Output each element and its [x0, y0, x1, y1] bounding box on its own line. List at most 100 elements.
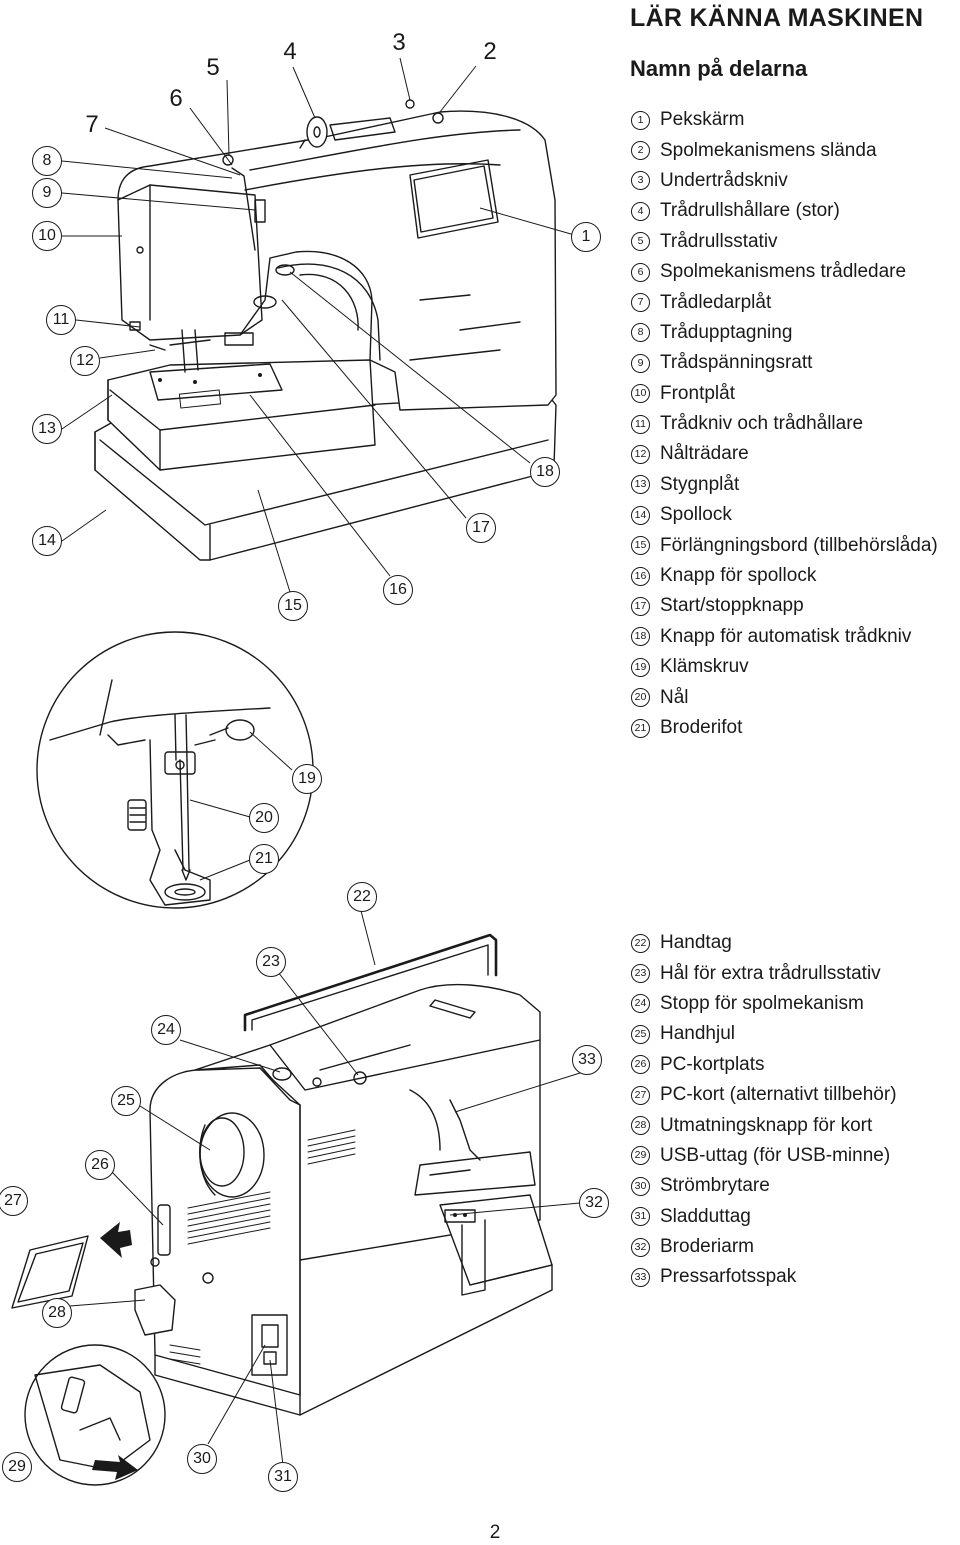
part-number: 7 — [631, 293, 650, 313]
part-number: 1 — [631, 110, 650, 130]
part-item: 12 Nålträdare — [631, 439, 938, 469]
part-item: 29 USB-uttag (för USB-minne) — [631, 1141, 897, 1171]
callout-29: 29 — [2, 1452, 32, 1482]
callout-leaders — [61, 57, 581, 1466]
part-number: 11 — [631, 414, 650, 434]
part-item: 1 Pekskärm — [631, 105, 938, 135]
section-title: LÄR KÄNNA MASKINEN — [630, 4, 924, 32]
part-label: Trådrullshållare (stor) — [660, 200, 840, 222]
part-label: Broderifot — [660, 717, 743, 738]
part-number: 13 — [631, 475, 650, 495]
callout-5: 5 — [206, 54, 220, 81]
callout-30: 30 — [187, 1444, 217, 1474]
part-label: Nål — [660, 686, 689, 708]
callout-26: 26 — [85, 1150, 115, 1180]
part-label: Hål för extra trådrullsstativ — [660, 962, 881, 984]
part-label: Pressarfotsspak — [660, 1266, 797, 1288]
part-number: 33 — [631, 1267, 650, 1287]
part-number: 2 — [631, 141, 650, 161]
part-item: 33 Pressarfotsspak — [631, 1262, 897, 1292]
rear-view-machine — [11, 933, 553, 1416]
callout-6: 6 — [169, 85, 183, 112]
callout-16: 16 — [383, 575, 413, 605]
callout-24: 24 — [151, 1015, 181, 1045]
callout-19: 19 — [292, 764, 322, 794]
part-number: 10 — [631, 384, 650, 404]
part-number: 16 — [631, 566, 650, 586]
part-item: 18 Knapp för automatisk trådkniv — [631, 622, 938, 652]
callout-21: 21 — [249, 844, 279, 874]
part-number: 22 — [631, 933, 650, 953]
callout-13: 13 — [32, 414, 62, 444]
part-number: 32 — [631, 1237, 650, 1257]
part-item: 16 Knapp för spollock — [631, 561, 938, 591]
page-number: 2 — [489, 1522, 501, 1543]
part-item: 15 Förlängningsbord (tillbehörslåda) — [631, 530, 938, 560]
part-number: 21 — [631, 718, 650, 738]
usb-detail-inset — [24, 1344, 166, 1486]
part-number: 29 — [631, 1146, 650, 1166]
part-label: Nålträdare — [660, 443, 749, 465]
front-view-machine — [94, 99, 557, 561]
part-label: Strömbrytare — [660, 1175, 770, 1197]
part-label: Trådkniv och trådhållare — [660, 413, 864, 435]
part-number: 15 — [631, 536, 650, 556]
part-label: USB-uttag (för USB-minne) — [660, 1144, 891, 1166]
part-number: 5 — [631, 232, 650, 252]
part-item: 11 Trådkniv och trådhållare — [631, 409, 938, 439]
callout-11: 11 — [46, 305, 76, 335]
callout-17: 17 — [466, 513, 496, 543]
part-label: Trådupptagning — [660, 321, 793, 343]
part-number: 24 — [631, 994, 650, 1014]
part-number: 28 — [631, 1116, 650, 1136]
part-label: Spollock — [660, 504, 732, 526]
callout-7: 7 — [85, 111, 99, 138]
part-number: 17 — [631, 596, 650, 616]
part-label: Undertrådskniv — [660, 169, 788, 191]
callout-23: 23 — [256, 947, 286, 977]
part-label: Förlängningsbord (tillbehörslåda) — [660, 534, 938, 556]
callout-28: 28 — [42, 1298, 72, 1328]
callout-10: 10 — [32, 221, 62, 251]
callout-1: 1 — [571, 222, 601, 252]
part-number: 20 — [631, 688, 650, 708]
callout-27: 27 — [0, 1186, 28, 1216]
part-label: Knapp för spollock — [660, 565, 817, 587]
part-number: 27 — [631, 1085, 650, 1105]
part-number: 12 — [631, 444, 650, 464]
part-label: Trådspänningsratt — [660, 352, 813, 374]
callout-12: 12 — [70, 346, 100, 376]
sewing-machine-illustration — [11, 57, 581, 1486]
part-number: 18 — [631, 627, 650, 647]
part-label: Knapp för automatisk trådkniv — [660, 625, 912, 647]
part-number: 23 — [631, 964, 650, 984]
part-number: 26 — [631, 1055, 650, 1075]
part-label: Pekskärm — [660, 109, 745, 131]
part-number: 6 — [631, 262, 650, 282]
part-number: 9 — [631, 353, 650, 373]
callout-33: 33 — [572, 1045, 602, 1075]
part-label: Klämskruv — [660, 656, 749, 678]
callout-9: 9 — [32, 178, 62, 208]
callout-8: 8 — [32, 146, 62, 176]
callout-3: 3 — [392, 29, 406, 56]
callout-20: 20 — [249, 803, 279, 833]
